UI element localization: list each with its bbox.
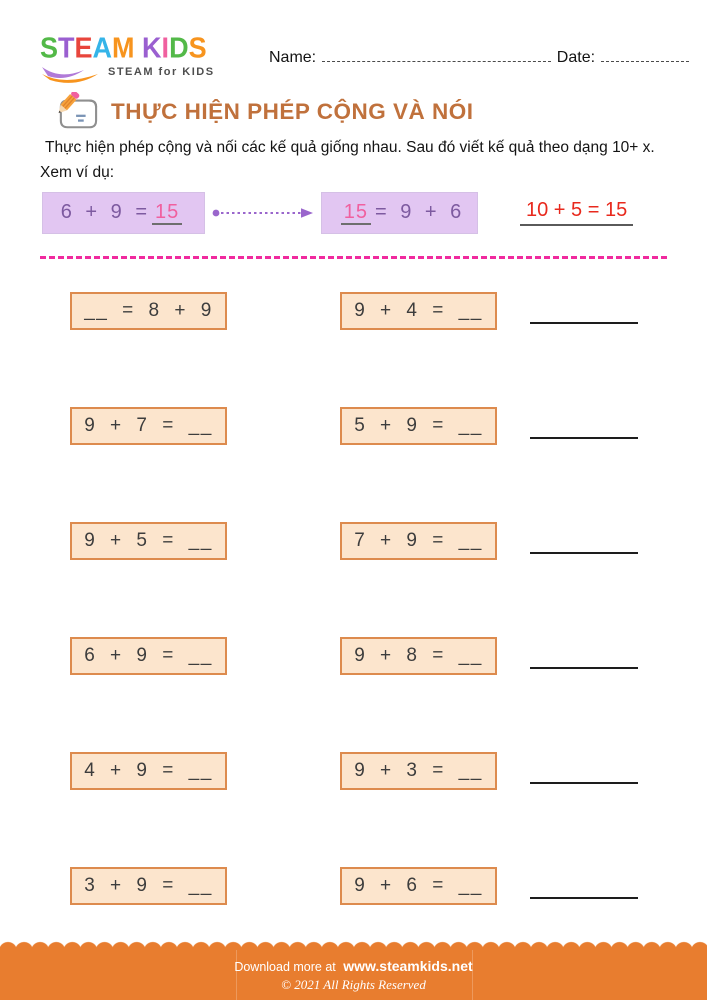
logo-wordmark: STEAM KIDS [40, 32, 255, 65]
footer-text: Download more at www.steamkids.net © 202… [0, 950, 707, 993]
problem-box[interactable]: 9 + 7 = __ [70, 406, 227, 445]
download-label: Download more at [234, 960, 336, 974]
header: STEAM KIDS STEAM for KIDS Name: Date: [0, 0, 707, 84]
logo-letter: K [142, 32, 162, 64]
name-label: Name: [269, 49, 317, 66]
footer: Download more at www.steamkids.net © 202… [0, 950, 707, 1000]
example-box-left: 6 + 9 = 15 [42, 191, 205, 234]
problem-row: __ = 8 + 9 9 + 4 = __ [70, 291, 707, 330]
answer-line[interactable] [530, 873, 638, 899]
footer-divider [236, 950, 237, 1000]
problems-grid: __ = 8 + 9 9 + 4 = __ 9 + 7 = __ 5 + 9 =… [0, 291, 707, 905]
problem-box[interactable]: __ = 8 + 9 [70, 291, 227, 330]
example-row: 6 + 9 = 15 15 = 9 + 6 10 + 5 = 15 [42, 191, 707, 234]
name-date-row: Name: Date: [269, 33, 689, 84]
problem-box[interactable]: 9 + 8 = __ [340, 636, 497, 675]
date-label: Date: [556, 49, 596, 66]
copyright-text: © 2021 All Rights Reserved [281, 977, 426, 992]
problem-box[interactable]: 9 + 6 = __ [340, 866, 497, 905]
date-fill-line[interactable] [601, 48, 689, 62]
problem-row: 9 + 7 = __ 5 + 9 = __ [70, 406, 707, 445]
example-result: 10 + 5 = 15 [520, 199, 634, 227]
logo-tagline: STEAM for KIDS [108, 66, 215, 78]
answer-line[interactable] [530, 413, 638, 439]
logo-space [135, 32, 143, 65]
problem-box[interactable]: 6 + 9 = __ [70, 636, 227, 675]
problem-box[interactable]: 7 + 9 = __ [340, 521, 497, 560]
logo-letter: E [74, 32, 93, 64]
pencil-scroll-icon [58, 92, 98, 129]
dashed-separator [40, 255, 667, 259]
title-row: THỰC HIỆN PHÉP CỘNG VÀ NÓI [55, 92, 707, 132]
instruction-text: Thực hiện phép cộng và nối các kế quả gi… [45, 139, 655, 156]
problem-box[interactable]: 3 + 9 = __ [70, 866, 227, 905]
logo-letter: D [169, 32, 189, 64]
problem-box[interactable]: 9 + 3 = __ [340, 751, 497, 790]
website-link[interactable]: www.steamkids.net [343, 958, 473, 974]
problem-row: 4 + 9 = __ 9 + 3 = __ [70, 751, 707, 790]
logo-letter: I [161, 32, 170, 64]
problem-box[interactable]: 5 + 9 = __ [340, 406, 497, 445]
answer-line[interactable] [530, 528, 638, 554]
logo-letter: S [188, 32, 207, 64]
answer-line[interactable] [530, 643, 638, 669]
problem-box[interactable]: 9 + 5 = __ [70, 521, 227, 560]
instructions: Thực hiện phép cộng và nối các kế quả gi… [40, 137, 667, 185]
problem-row: 9 + 5 = __ 7 + 9 = __ [70, 521, 707, 560]
connector-arrow-icon [212, 208, 313, 218]
problem-row: 6 + 9 = __ 9 + 8 = __ [70, 636, 707, 675]
problem-box[interactable]: 4 + 9 = __ [70, 751, 227, 790]
footer-divider [472, 950, 473, 1000]
logo-letter: T [58, 32, 75, 64]
page-title: THỰC HIỆN PHÉP CỘNG VÀ NÓI [111, 99, 474, 124]
example-answer: 15 [340, 201, 371, 225]
logo-swoosh-icon [42, 67, 98, 83]
example-label: Xem ví dụ: [40, 164, 115, 182]
logo-letter: A [92, 32, 113, 64]
example-expression: 6 + 9 = [60, 201, 149, 224]
answer-line[interactable] [530, 298, 638, 324]
name-fill-line[interactable] [322, 48, 551, 62]
problem-box[interactable]: 9 + 4 = __ [340, 291, 497, 330]
example-box-right: 15 = 9 + 6 [321, 191, 478, 234]
answer-line[interactable] [530, 758, 638, 784]
example-expression: = 9 + 6 [374, 201, 463, 224]
example-answer: 15 [152, 201, 183, 225]
problem-row: 3 + 9 = __ 9 + 6 = __ [70, 866, 707, 905]
footer-scallop-edge [0, 941, 707, 950]
logo-letter: M [112, 32, 135, 64]
logo-subline: STEAM for KIDS [40, 62, 255, 84]
steam-kids-logo: STEAM KIDS STEAM for KIDS [40, 32, 255, 84]
logo-letter: S [40, 32, 59, 64]
